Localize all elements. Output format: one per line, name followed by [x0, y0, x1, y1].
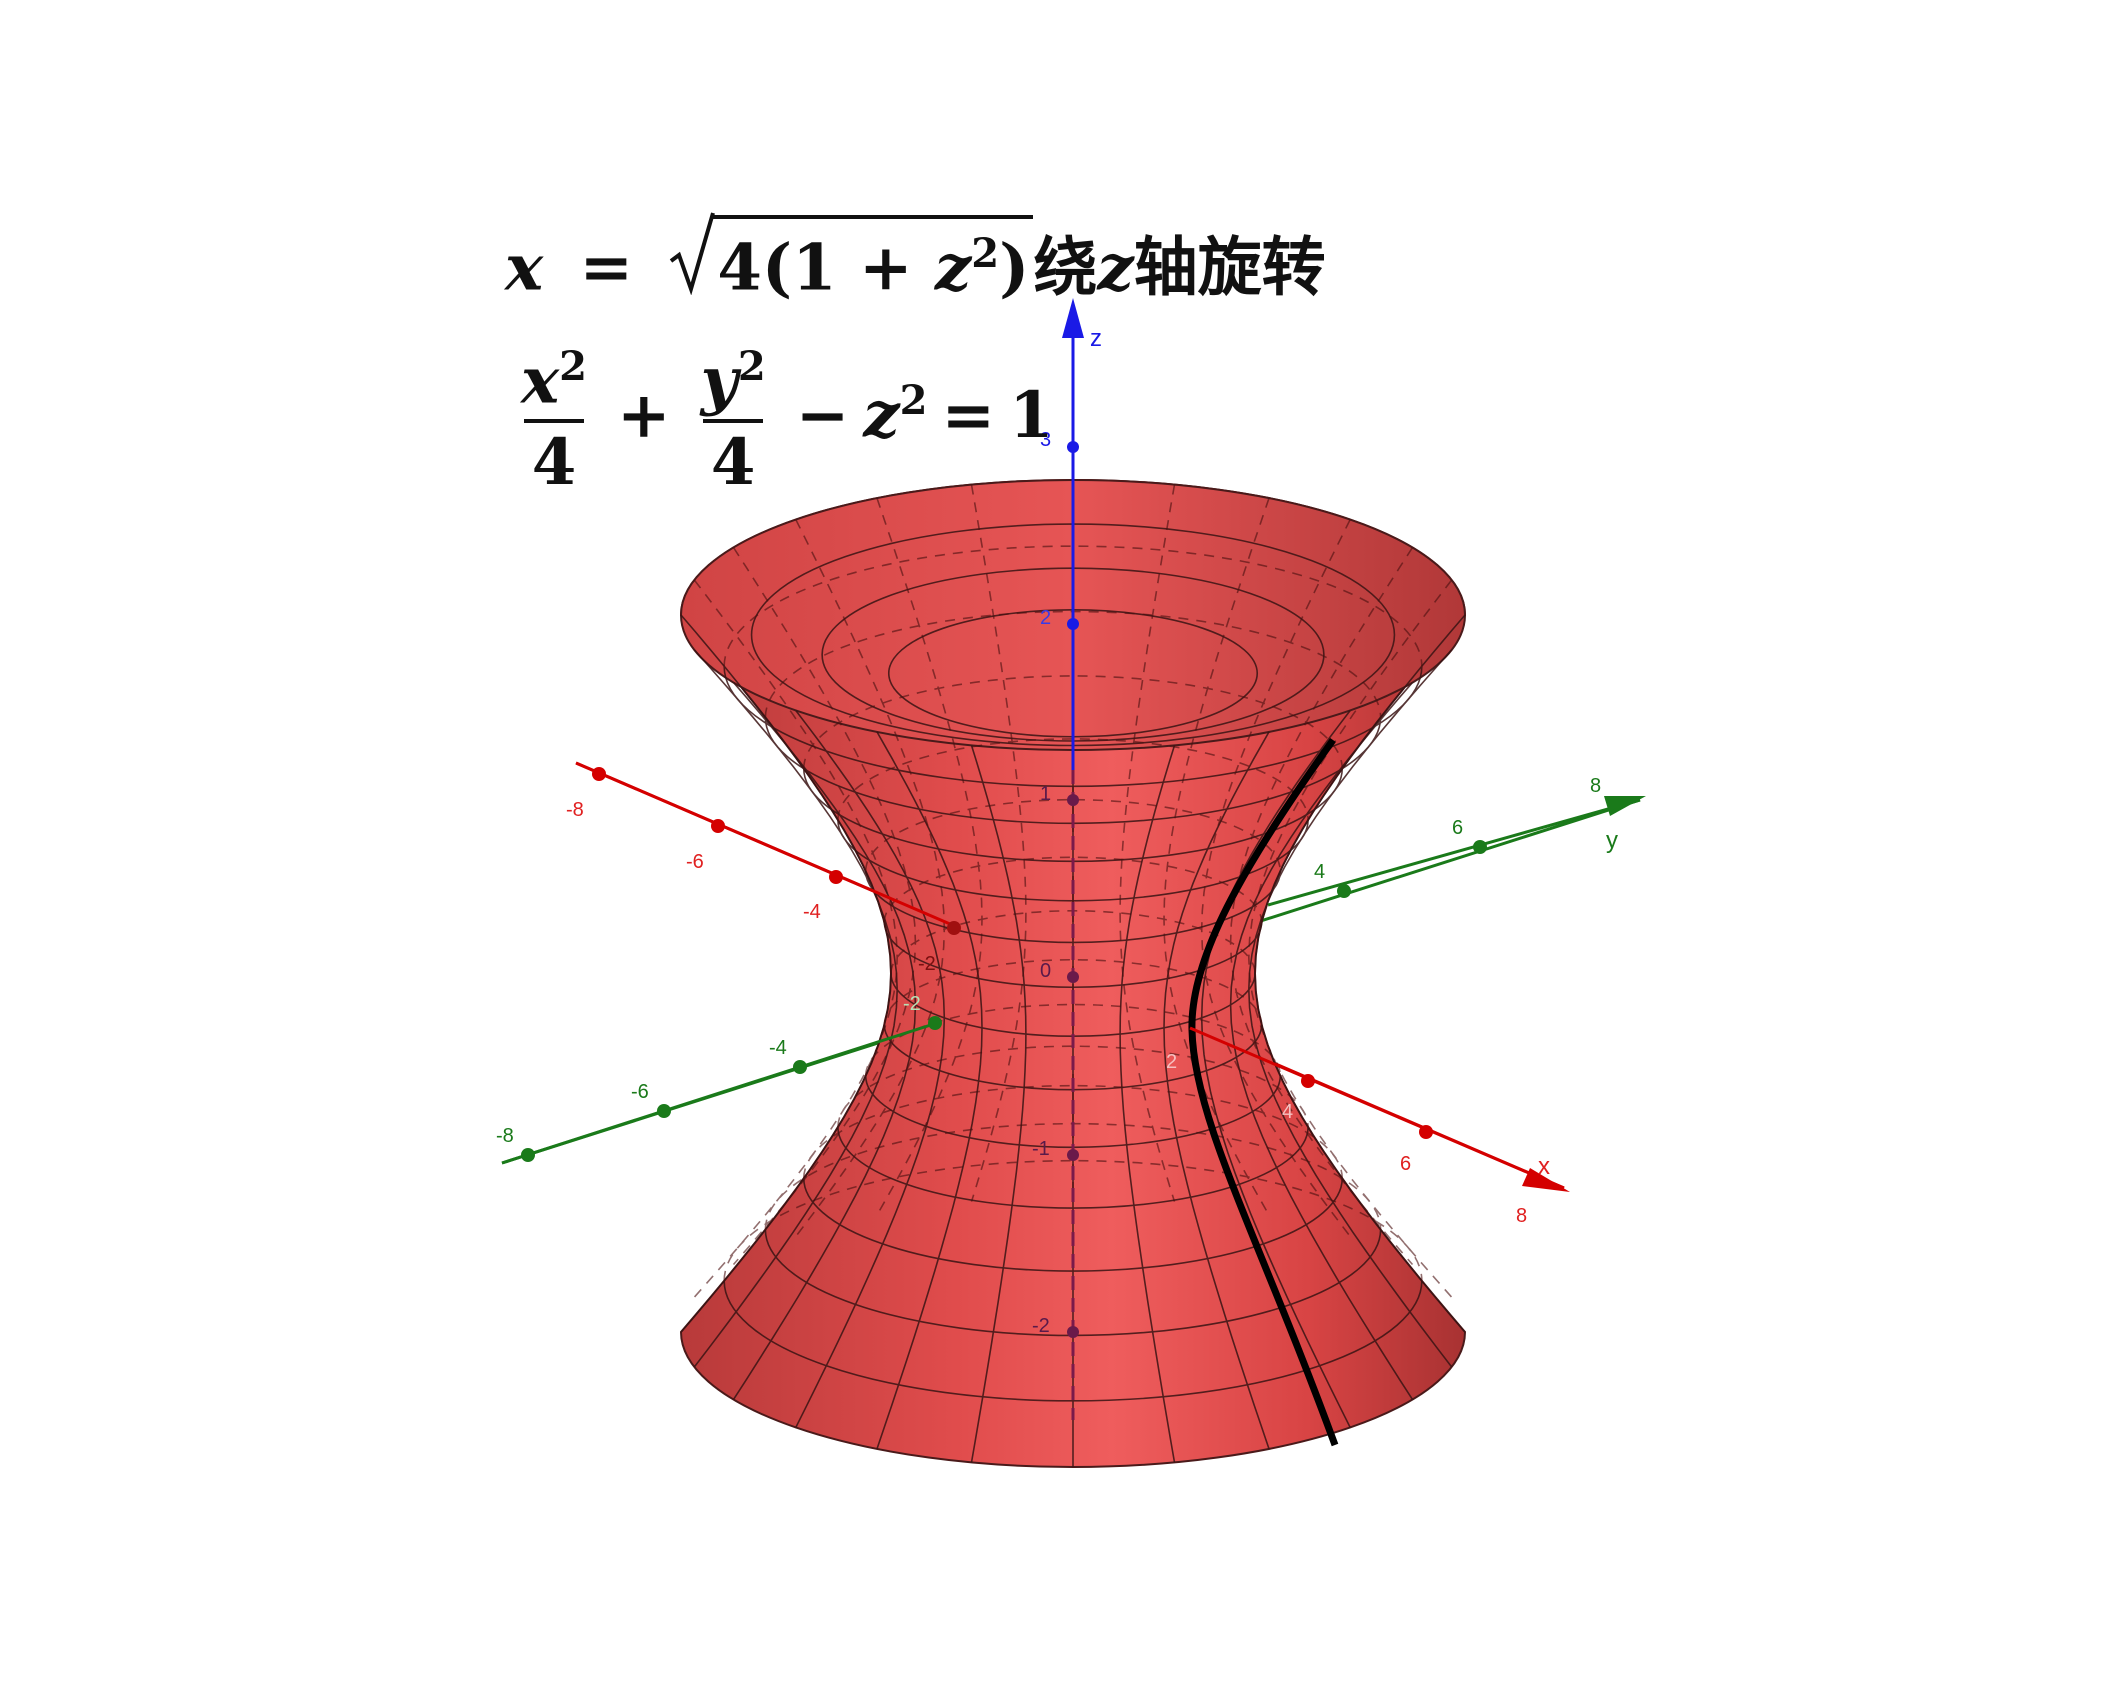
mesh-meridian: [693, 649, 899, 1368]
mesh-meridian: [1163, 497, 1270, 1216]
frac2-num-var: y: [700, 343, 738, 419]
mesh-meridian: [1200, 519, 1351, 1237]
x-tick: -6: [686, 851, 704, 873]
mesh-meridian: [1163, 731, 1270, 1450]
x-axis-label: x: [1538, 1153, 1550, 1180]
frac1-den: 4: [523, 419, 585, 497]
mesh-meridian: [1229, 681, 1414, 1400]
z-tick: -1: [1032, 1138, 1050, 1160]
radical-sign: [670, 212, 716, 295]
y-tick: 8: [1590, 775, 1601, 797]
mesh-ring-hidden: [723, 545, 1423, 667]
mesh-meridian: [732, 681, 917, 1400]
z-tick: 3: [1040, 429, 1051, 451]
y-tick: -8: [496, 1125, 514, 1147]
fraction-y: y2 4: [693, 333, 774, 497]
term3-var: z: [863, 377, 900, 453]
minus-sign: −: [795, 377, 850, 453]
mesh-meridian: [693, 579, 899, 1298]
mesh-ring-hidden: [802, 1084, 1344, 1179]
y-tick: -4: [769, 1037, 787, 1059]
z-tick: 2: [1040, 607, 1051, 629]
mesh-ring-hidden: [883, 958, 1263, 1025]
frac1-num-var: x: [521, 343, 560, 419]
mesh-meridian: [1229, 547, 1414, 1266]
mesh-ring-hidden: [864, 1003, 1282, 1076]
mesh-ring-hidden: [723, 1160, 1423, 1281]
mesh-ring-hidden: [837, 1045, 1309, 1128]
y-tick: 6: [1452, 817, 1463, 839]
x-tick: 4: [1282, 1101, 1293, 1123]
mesh-meridian: [876, 497, 983, 1216]
x-tick: -2: [918, 953, 936, 975]
eq1-text-b: 轴旋转: [1133, 231, 1326, 306]
mesh-meridian: [1247, 579, 1453, 1298]
z-axis-ticks: 3 2 1 0 -1 -2 z: [1032, 325, 1102, 1337]
z-tick: 0: [1040, 960, 1051, 982]
z-tick: -2: [1032, 1315, 1050, 1337]
mesh-meridian: [970, 484, 1027, 1202]
x-tick: 2: [1166, 1051, 1177, 1073]
x-tick: -4: [803, 901, 821, 923]
y-tick: -6: [631, 1081, 649, 1103]
y-axis-ticks: -8 -6 -4 -2 4 6 8 y: [496, 775, 1618, 1147]
eq1-equals: =: [579, 230, 634, 306]
equation-hyperboloid: x2 4 + y2 4 − z2 = 1: [505, 330, 1054, 500]
radicand-prefix: 4(1 +: [717, 230, 935, 306]
mesh-meridian: [732, 547, 917, 1266]
frac2-num-exp: 2: [737, 342, 766, 390]
frac2-den: 4: [702, 419, 764, 497]
z-axis: [1062, 298, 1084, 1420]
frac1-num-exp: 2: [559, 342, 587, 390]
plus-sign: +: [617, 377, 671, 453]
mesh-meridian: [876, 731, 983, 1450]
mesh-ring-hidden: [837, 738, 1309, 820]
eq2-equals: =: [941, 377, 996, 453]
mesh-meridian: [1200, 710, 1351, 1428]
term3-exp: 2: [899, 377, 928, 425]
y-tick: -2: [903, 993, 921, 1015]
x-tick: 6: [1400, 1153, 1411, 1175]
square-root: 4(1 + z2): [669, 212, 1034, 308]
equation-generating-curve: x = 4(1 + z2) 绕z轴旋转: [505, 212, 1326, 308]
y-tick: 4: [1314, 861, 1325, 883]
tick-dots: [521, 767, 1623, 1162]
radicand: 4(1 + z2): [713, 215, 1034, 306]
x-tick: -8: [566, 799, 584, 821]
z-tick: 1: [1040, 783, 1051, 805]
radicand-var: z: [934, 230, 972, 306]
eq1-lhs: x: [505, 230, 544, 306]
mesh-ring-hidden: [864, 798, 1282, 872]
generating-curve: [1188, 737, 1339, 1447]
mesh-meridian: [970, 745, 1027, 1463]
x-tick: 8: [1516, 1205, 1527, 1227]
x-axis-ticks: -8 -6 -4 -2 2 4 6 8 x: [566, 799, 1550, 1227]
mesh-meridian: [1119, 484, 1176, 1202]
eq1-text-a: 绕: [1033, 231, 1098, 306]
mesh-ring-hidden: [802, 675, 1344, 769]
z-axis-label: z: [1090, 325, 1102, 352]
mesh-meridian: [795, 710, 946, 1428]
radicand-exp: 2: [971, 230, 1000, 277]
eq1-axis-var: z: [1097, 230, 1134, 306]
mesh-meridian: [1119, 745, 1176, 1463]
mesh-meridian: [795, 519, 946, 1237]
mesh-meridian: [1247, 649, 1453, 1368]
y-axis-label: y: [1606, 827, 1618, 854]
eq2-rhs: 1: [1009, 377, 1054, 453]
fraction-x: x2 4: [513, 333, 595, 497]
mesh-ring-hidden: [883, 856, 1263, 923]
radicand-suffix: ): [999, 230, 1030, 306]
